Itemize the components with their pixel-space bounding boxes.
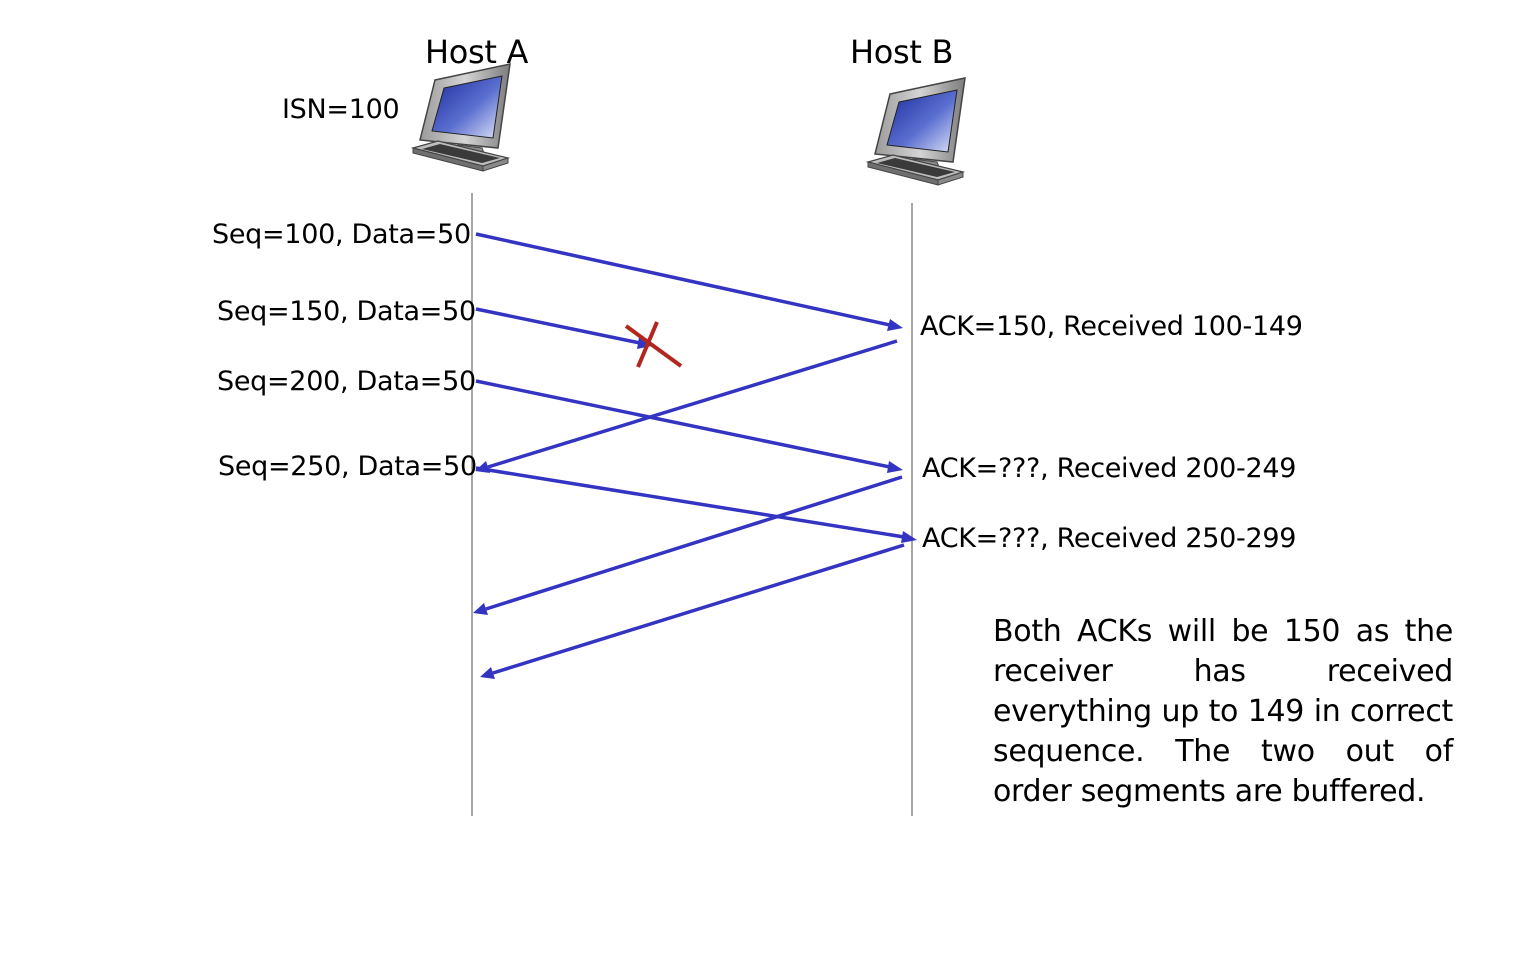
explanation-note: Both ACKs will be 150 as the receiver ha… (993, 614, 1453, 809)
segment-arrow-seq-150 (475, 307, 652, 349)
ack-label-received-200-249: ACK=???, Received 200-249 (922, 453, 1297, 484)
segment-label-seq-150: Seq=150, Data=50 (217, 296, 476, 327)
ack-label-received-250-299: ACK=???, Received 250-299 (922, 523, 1297, 554)
segment-arrow-seq-250 (475, 466, 917, 543)
ack-arrow-received-250-299 (480, 543, 905, 679)
host-a-label: Host A (425, 33, 529, 71)
segment-lost-x-mark (624, 321, 683, 368)
segment-arrow-seq-100 (475, 232, 903, 331)
segment-label-seq-200: Seq=200, Data=50 (217, 366, 476, 397)
host-b-label: Host B (850, 33, 954, 71)
ack-arrow-received-200-249 (473, 475, 903, 615)
host-b-computer-icon (865, 77, 966, 186)
segment-label-seq-100: Seq=100, Data=50 (212, 219, 471, 250)
ack-arrow-150 (475, 339, 898, 473)
isn-label: ISN=100 (282, 94, 400, 125)
host-a-computer-icon (410, 63, 511, 172)
segment-label-seq-250: Seq=250, Data=50 (218, 451, 477, 482)
ack-label-150: ACK=150, Received 100-149 (920, 311, 1303, 342)
segment-arrow-seq-200 (475, 379, 903, 473)
